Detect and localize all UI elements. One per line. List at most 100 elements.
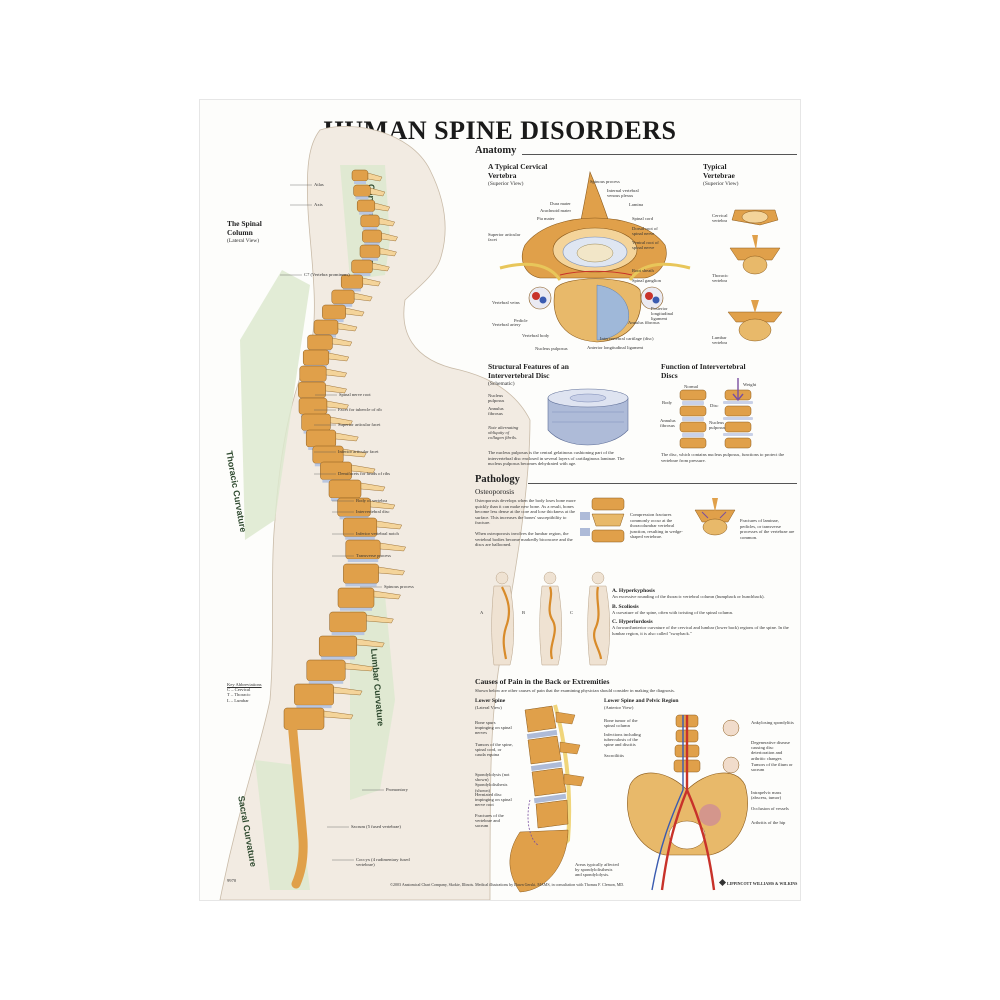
vertebra	[331, 289, 373, 307]
cervical-label: Spinous process	[590, 179, 620, 184]
posture-letter: C	[570, 610, 574, 615]
structural-text: The nucleus pulposus is the central gela…	[488, 450, 625, 467]
cervical-label: Annulus fibrosus	[628, 320, 660, 325]
pelvic-label-left: Infections including tuberculosis of the…	[604, 732, 641, 748]
lower-spine-label: Bone spurs impinging on spinal nerves	[475, 720, 512, 736]
condition-text: A forward/anterior curvature of the cerv…	[612, 625, 789, 636]
cervical-label: Vertebral body	[522, 333, 550, 338]
chart-number: 9970	[227, 878, 237, 883]
pelvic-label-right: Intrapelvic mass (abscess, tumor)	[751, 790, 782, 801]
cervical-label: Internal vertebral venous plexus	[607, 188, 639, 199]
pelvic-label-right: Arthritis of the hip	[751, 820, 786, 825]
vertebra	[362, 229, 398, 246]
function-label-normal: Normal	[684, 384, 699, 389]
vertebra	[313, 319, 358, 338]
spine-label: Demifacets for heads of ribs	[338, 471, 391, 476]
vertebra	[359, 244, 397, 261]
cervical-label: Spinal ganglion	[632, 278, 661, 283]
key-abbreviations: Key Abbreviations C – Cervical T – Thora…	[227, 682, 287, 703]
pathology-heading: Pathology	[475, 474, 520, 485]
cervical-label: Anterior longitudinal ligament	[587, 345, 644, 350]
posture-figure	[491, 571, 515, 666]
function-text: The disc, which contains nucleus pulposu…	[661, 452, 785, 463]
function-label-nucleus: Nucleus pulposus	[709, 420, 726, 431]
lower-spine-label: Herniated disc impinging on spinal nerve…	[475, 792, 512, 808]
key-item: L – Lumbar	[227, 697, 249, 703]
function-label-body: Body	[662, 400, 672, 405]
pelvic-label-right: Occlusion of vessels	[751, 806, 789, 811]
disc-schematic	[547, 388, 629, 446]
pelvic-title: Lower Spine and Pelvic Region	[604, 698, 679, 704]
typical-vertebrae-sub: (Superior View)	[703, 181, 739, 187]
spine-label: Sacrum (5 fused vertebrae)	[351, 824, 401, 829]
key-item: C – Cervical	[227, 687, 251, 693]
causes-title: Causes of Pain in the Back or Extremitie…	[475, 677, 610, 686]
pelvic-label-right: Degenerative disease causing disc deteri…	[751, 740, 790, 761]
spine-label: Inferior vertebral notch	[356, 531, 399, 536]
typical-thoracic-label: Thoracic vertebra	[712, 273, 729, 284]
sacrum-coccyx	[287, 715, 308, 889]
spinal-column-sub: (Lateral View)	[227, 238, 260, 244]
posture-figures	[491, 571, 611, 666]
vertebra	[337, 587, 401, 611]
vertebra	[351, 259, 390, 277]
spine-label: Axis	[314, 202, 323, 207]
cervical-label: Pedicle	[514, 318, 528, 323]
lower-spine-label: Fractures of the vertebrae and sacrum	[475, 813, 504, 829]
structural-sub: (Schematic)	[488, 381, 515, 387]
posture-letter: B	[522, 610, 526, 615]
anatomy-heading: Anatomy	[475, 145, 517, 156]
cervical-label: Superior articular facet	[488, 232, 521, 243]
disc-label-nucleus: Nucleus pulposus	[488, 393, 505, 404]
function-label-disc: Disc	[710, 403, 719, 408]
spine-label: Superior articular facet	[338, 422, 381, 427]
typical-lumbar-label: Lumbar vertebra	[712, 335, 728, 346]
cervical-vertebra-illustration	[499, 170, 691, 343]
cervical-sub: (Superior View)	[488, 181, 524, 187]
vertebra	[318, 635, 385, 660]
structural-title: Structural Features of an Intervertebral…	[488, 362, 569, 380]
typical-vertebrae-title: Typical Vertebrae	[703, 162, 735, 180]
pelvic-sub: (Anterior View)	[604, 705, 634, 710]
vertebra	[351, 169, 383, 184]
footer-credit: ©2003 Anatomical Chart Company, Skokie, …	[390, 882, 625, 887]
lower-spine-illustration	[509, 704, 585, 893]
cervical-label: Nucleus pulposus	[535, 346, 568, 351]
vertebra	[353, 184, 386, 200]
spine-label: Atlas	[314, 182, 324, 187]
vertebra	[342, 517, 403, 540]
typical-vertebrae-illustration	[727, 209, 783, 342]
cervical-label: Dura mater	[550, 201, 571, 206]
posture-figure	[539, 571, 563, 666]
spine-label: Inferior articular facet	[338, 449, 379, 454]
cervical-label: Ventral root of spinal nerve	[632, 240, 659, 251]
vertebra	[294, 683, 363, 709]
vertebra	[356, 199, 391, 215]
condition-title: C. Hyperlordosis	[612, 619, 653, 626]
typical-cervical-label: Cervical vertebra	[712, 213, 728, 224]
vertebra	[345, 539, 407, 563]
vertebra	[343, 563, 405, 587]
key-title: Key Abbreviations	[227, 682, 262, 687]
lower-spine-title: Lower Spine	[475, 698, 506, 704]
lower-spine-label: Tumors of the spine, spinal cord, or cau…	[475, 742, 513, 758]
pelvis-illustration	[627, 714, 748, 891]
spine-label: Spinous process	[384, 584, 414, 589]
cervical-label: Posterior longitudinal ligament	[651, 306, 674, 322]
spine-label: C7 (Vertebra prominens)	[304, 272, 350, 277]
posture-figure	[587, 571, 611, 666]
causes-intro: Shown below are other causes of pain tha…	[475, 688, 675, 693]
pelvic-label-right: Ankylosing spondylitis	[751, 720, 794, 725]
spine-label: Transverse process	[356, 553, 391, 558]
vertebra	[329, 611, 394, 636]
spine-label: Body of vertebra	[356, 498, 388, 503]
spinal-column-title: The Spinal Column	[227, 219, 262, 237]
function-title: Function of Intervertebral Discs	[661, 362, 746, 380]
disc-function-illustration	[679, 378, 753, 449]
spine-label: Facet for tubercle of rib	[338, 407, 382, 412]
key-item: T – Thoracic	[227, 692, 251, 698]
compression-text: Compression fractures commonly occur at …	[630, 512, 683, 540]
osteo-text-2: When osteoporosis involves the lumbar re…	[475, 531, 573, 548]
cervical-label: Vertebral veins	[492, 300, 520, 305]
cervical-label: Root sheath	[632, 268, 654, 273]
